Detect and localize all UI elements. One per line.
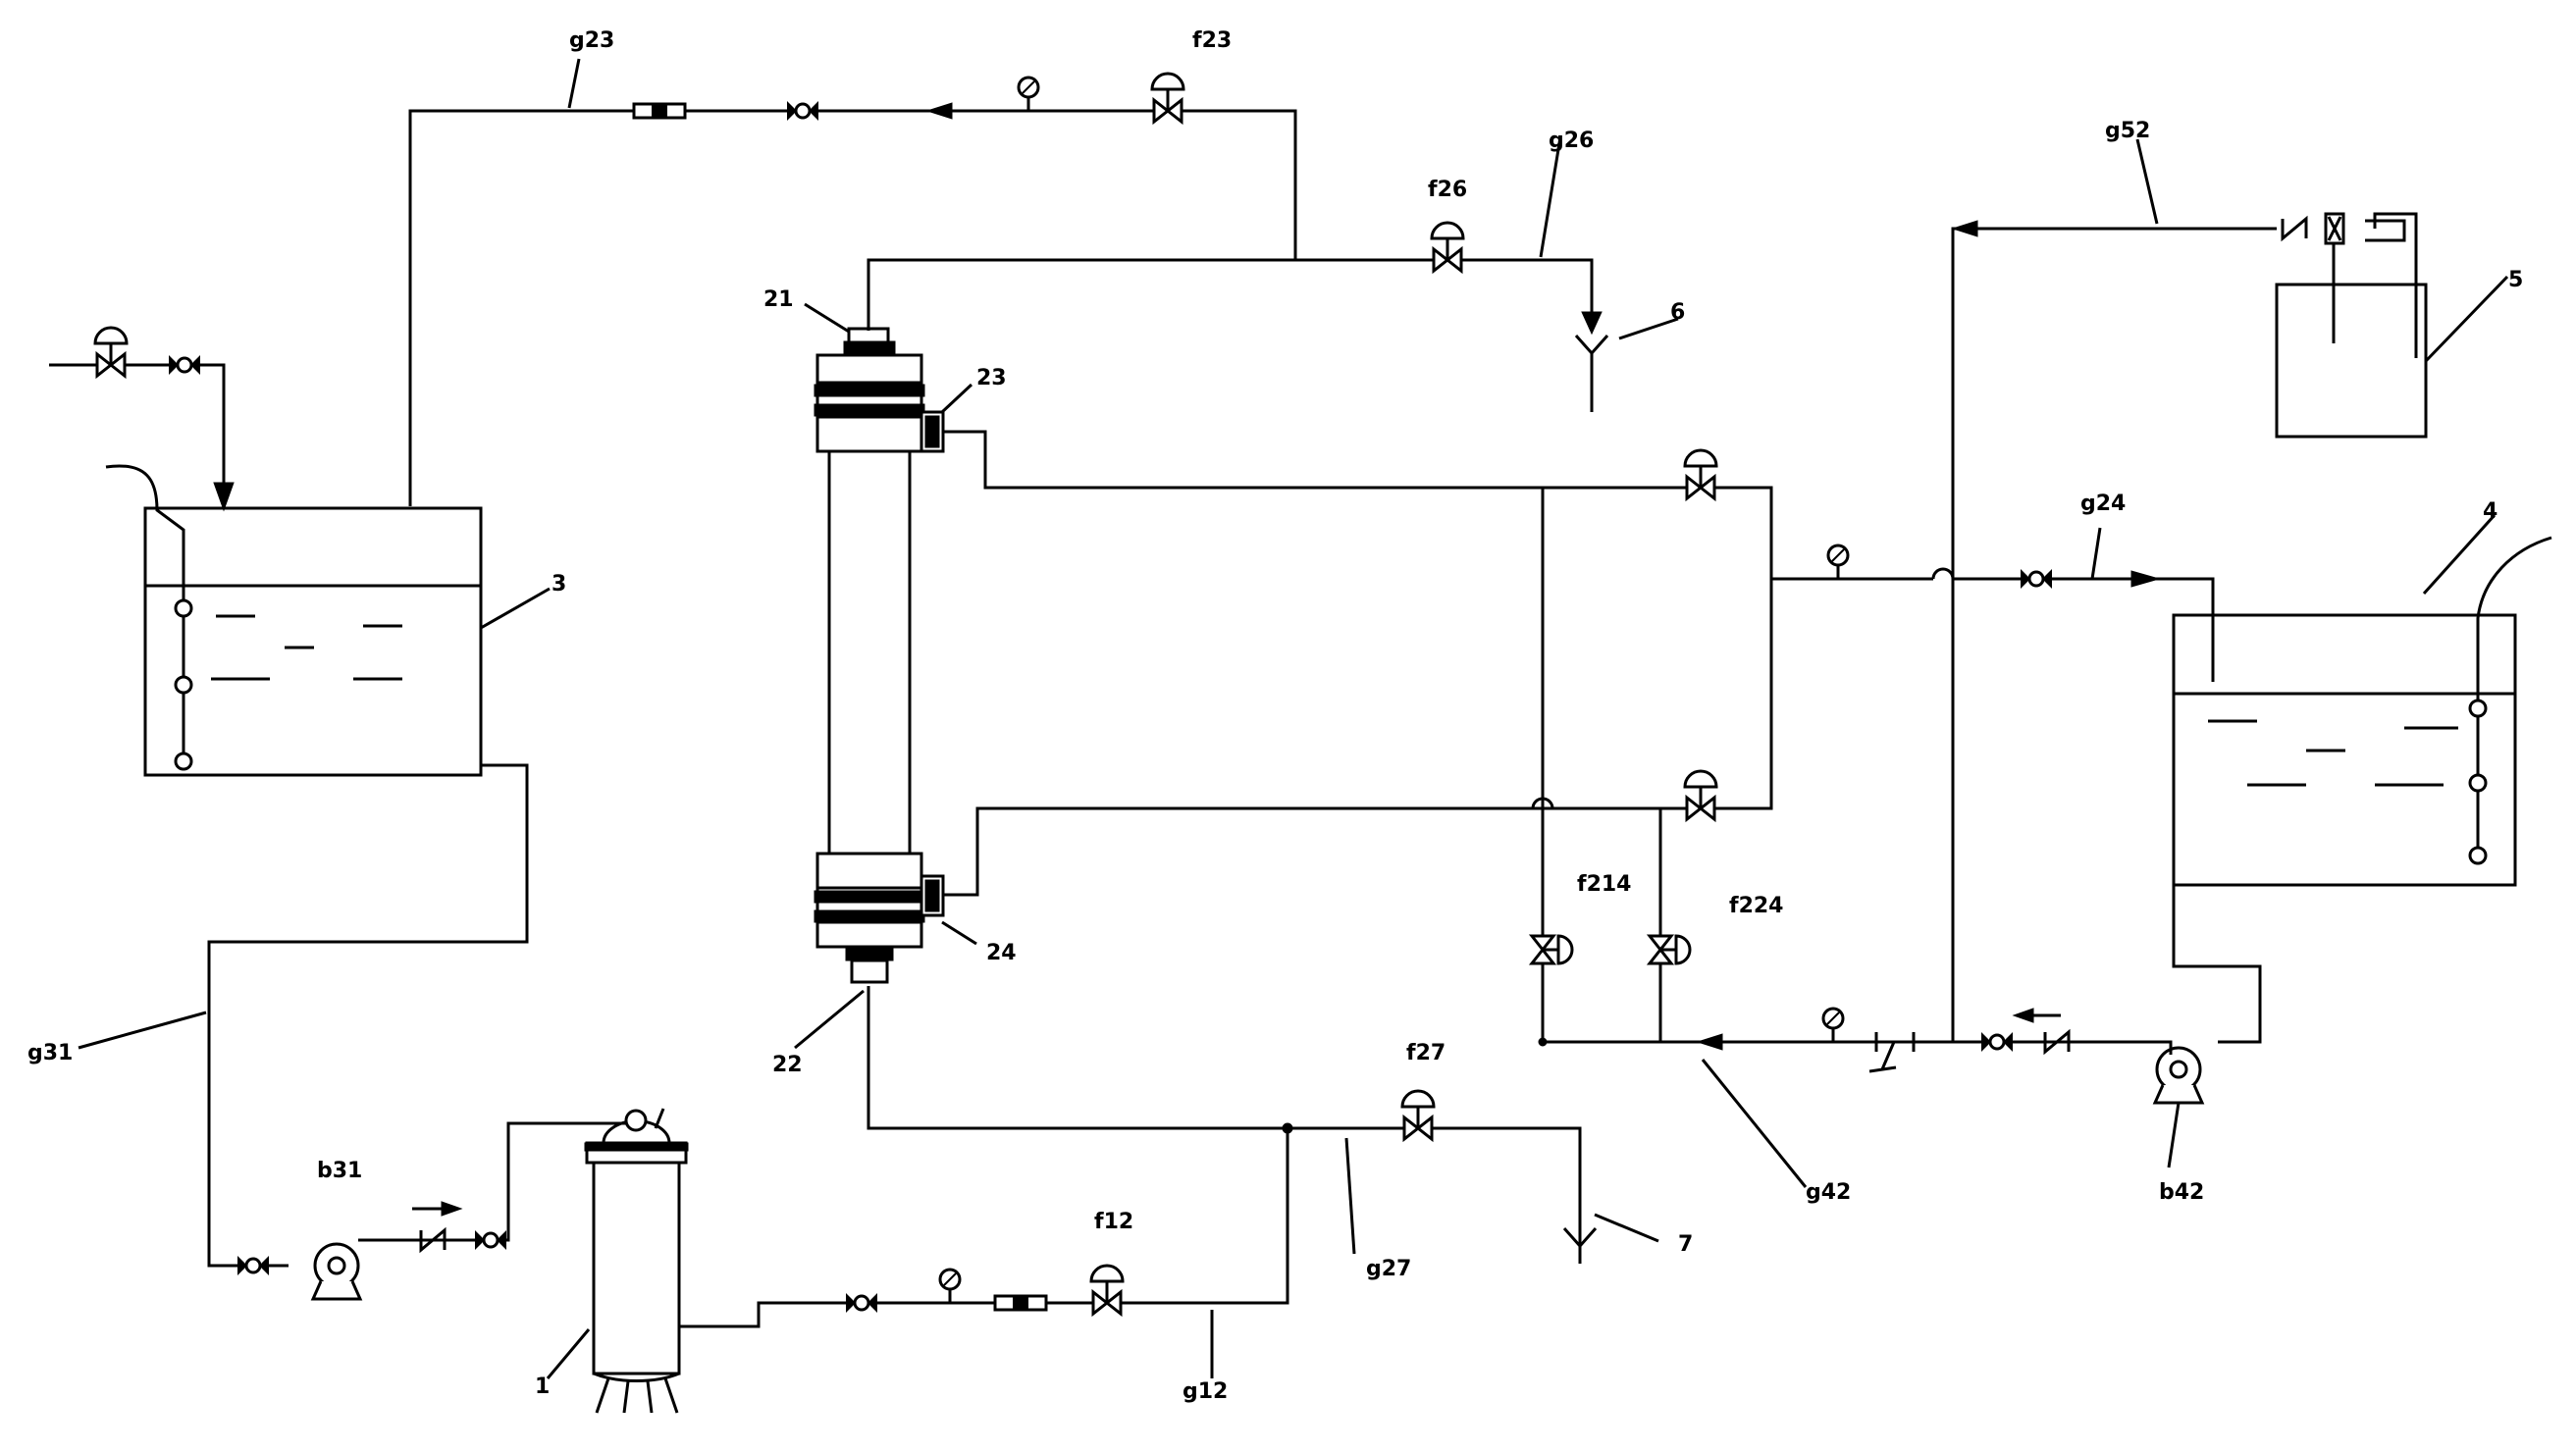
label-g52: g52	[2105, 119, 2150, 143]
label-f12: f12	[1094, 1210, 1133, 1234]
label-f27: f27	[1406, 1041, 1446, 1065]
label-4: 4	[2483, 499, 2497, 524]
label-3: 3	[552, 572, 566, 597]
label-23: 23	[976, 366, 1007, 390]
label-f26: f26	[1428, 178, 1467, 202]
label-g27: g27	[1366, 1257, 1411, 1281]
label-22: 22	[772, 1053, 803, 1077]
label-g24: g24	[2080, 492, 2126, 516]
pipe-network	[49, 109, 2418, 1328]
label-b42: b42	[2159, 1180, 2204, 1205]
label-g31: g31	[27, 1041, 73, 1065]
membrane-module	[814, 327, 945, 984]
label-1: 1	[535, 1375, 550, 1399]
leader-lines	[78, 58, 2509, 1379]
label-7: 7	[1678, 1232, 1693, 1257]
label-b31: b31	[317, 1159, 362, 1183]
flow-arrows	[213, 102, 2161, 1217]
label-g12: g12	[1183, 1379, 1228, 1404]
label-6: 6	[1670, 300, 1685, 325]
label-g26: g26	[1549, 129, 1594, 153]
label-f224: f224	[1729, 894, 1784, 918]
label-f214: f214	[1577, 872, 1632, 897]
tank-3	[105, 464, 483, 777]
label-g42: g42	[1806, 1180, 1851, 1205]
labels: g23 f23 g26 f26 21 23 6 g52 5 3 g24 4 f2…	[27, 28, 2523, 1404]
label-21: 21	[763, 287, 794, 312]
label-g23: g23	[569, 28, 614, 53]
instruments	[93, 72, 2406, 1316]
tank-4	[2172, 536, 2552, 887]
label-f23: f23	[1192, 28, 1232, 53]
cartridge-filter-1	[584, 1108, 689, 1414]
label-24: 24	[986, 941, 1017, 965]
tank-5	[2275, 283, 2428, 439]
label-5: 5	[2508, 268, 2523, 292]
